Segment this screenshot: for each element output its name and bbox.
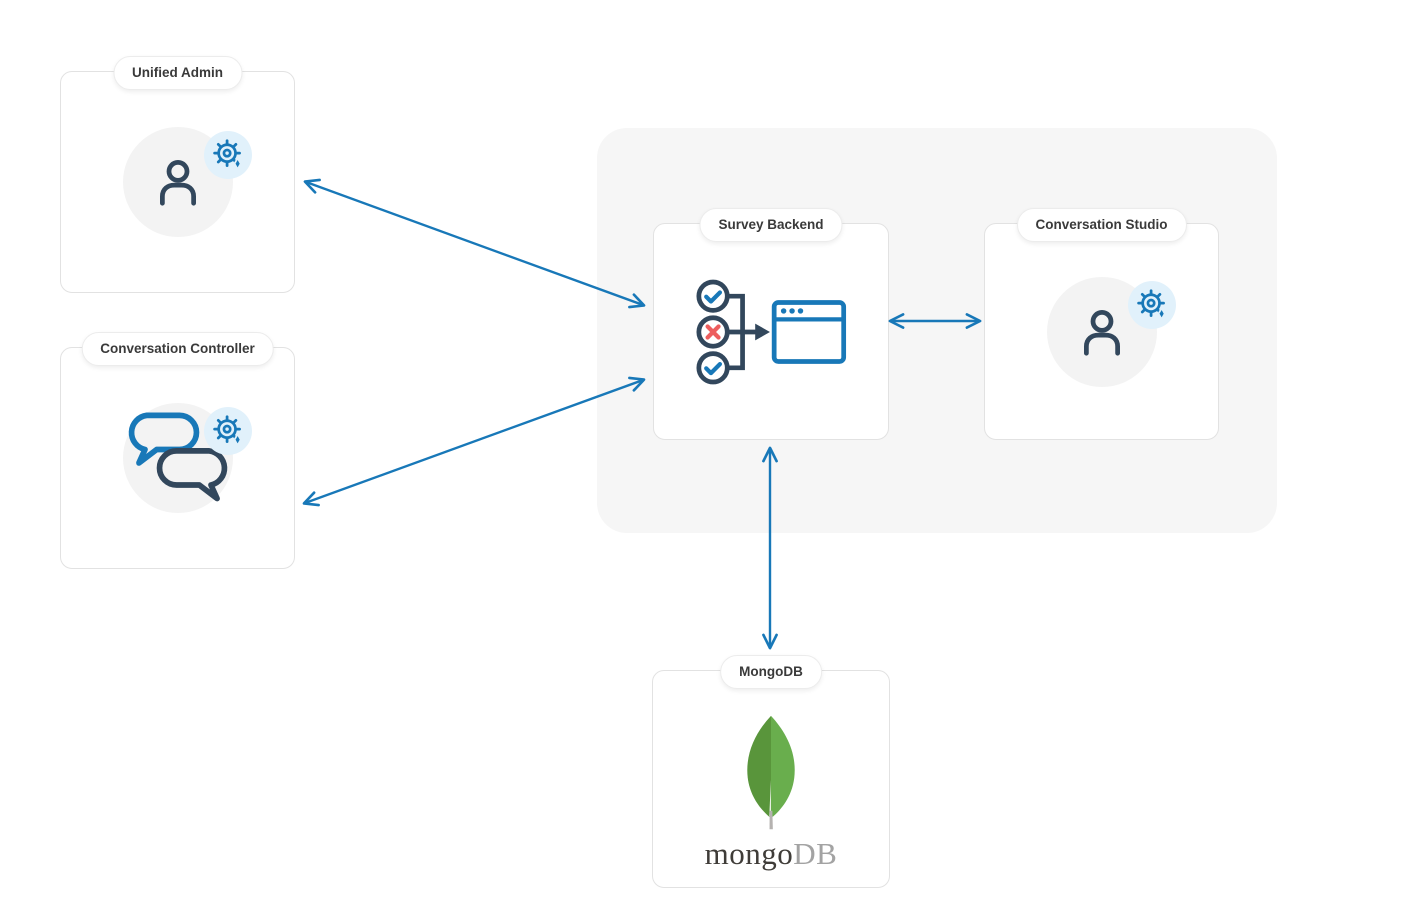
workflow-browser-icon: [696, 279, 847, 384]
node-card-conversation-studio: Conversation Studio: [984, 208, 1219, 440]
chat-bubbles-icon: [128, 412, 227, 502]
chat-icon-circle: [122, 403, 252, 513]
node-label-conversation-studio: Conversation Studio: [1016, 208, 1187, 243]
node-card-conversation-controller: Conversation Controller: [60, 332, 295, 569]
node-label-unified-admin: Unified Admin: [113, 56, 242, 91]
gear-badge: [1127, 280, 1176, 329]
user-icon-circle: [122, 127, 252, 237]
arrow-unified-admin-survey-backend: [303, 178, 646, 309]
mongodb-wordmark-secondary: DB: [793, 836, 838, 871]
user-icon: [159, 160, 196, 206]
gear-badge: [203, 131, 252, 179]
gear-sparkle-icon: [212, 139, 242, 172]
node-card-unified-admin: Unified Admin: [60, 56, 295, 293]
node-label-mongodb: MongoDB: [720, 655, 822, 690]
node-card-survey-backend: Survey Backend: [653, 208, 889, 440]
mongodb-leaf-icon: [747, 715, 795, 830]
mongodb-wordmark-primary: mongo: [704, 836, 794, 871]
user-icon: [1083, 309, 1120, 356]
mongodb-wordmark: mongoDB: [705, 838, 838, 869]
user-icon-circle: [1046, 276, 1176, 387]
node-label-conversation-controller: Conversation Controller: [81, 332, 274, 367]
node-label-survey-backend: Survey Backend: [699, 208, 843, 243]
gear-sparkle-icon: [1136, 288, 1166, 321]
gear-badge: [203, 407, 252, 455]
gear-sparkle-icon: [212, 415, 242, 448]
node-card-mongodb: MongoDB mongoDB: [652, 655, 890, 888]
arrow-conversation-controller-survey-backend: [302, 376, 646, 507]
